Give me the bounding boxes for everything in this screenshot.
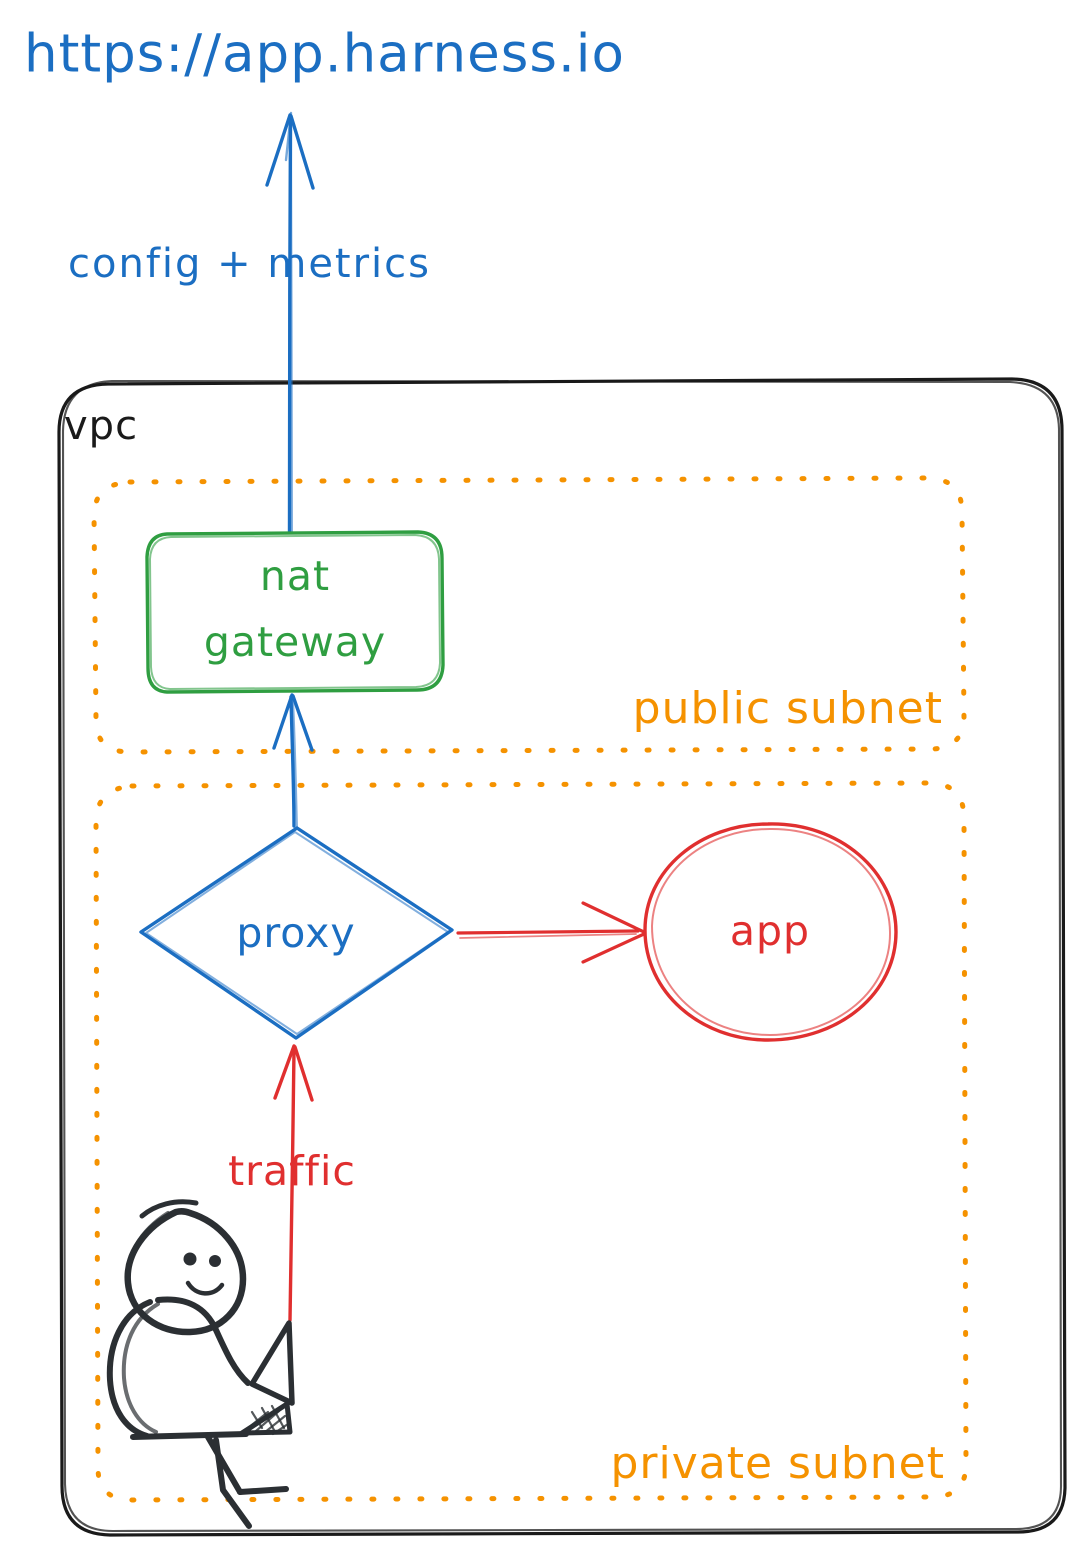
nat-gateway-label-line1: nat [260, 552, 330, 600]
app-label: app [730, 907, 810, 955]
user-stick-figure [106, 1199, 295, 1529]
edge-nat-to-internet [265, 111, 315, 535]
public-subnet-label: public subnet [633, 683, 943, 734]
proxy-shape[interactable] [139, 826, 454, 1040]
nat-gateway-label-line2: gateway [204, 618, 386, 666]
app-shape[interactable] [643, 822, 898, 1042]
proxy-label: proxy [236, 909, 355, 957]
edge-proxy-to-app [456, 901, 646, 964]
nat-gateway-shape[interactable] [145, 530, 445, 694]
vpc-container [57, 377, 1067, 1537]
edge-user-to-proxy [273, 1044, 314, 1322]
public-subnet-container [91, 475, 967, 755]
private-subnet-label: private subnet [610, 1438, 945, 1489]
external-url-label: https://app.harness.io [24, 24, 625, 85]
edge-proxy-to-nat [272, 693, 314, 829]
vpc-label: vpc [64, 403, 138, 449]
edge-label-config-metrics: config + metrics [68, 241, 431, 287]
edge-label-traffic: traffic [228, 1147, 356, 1195]
